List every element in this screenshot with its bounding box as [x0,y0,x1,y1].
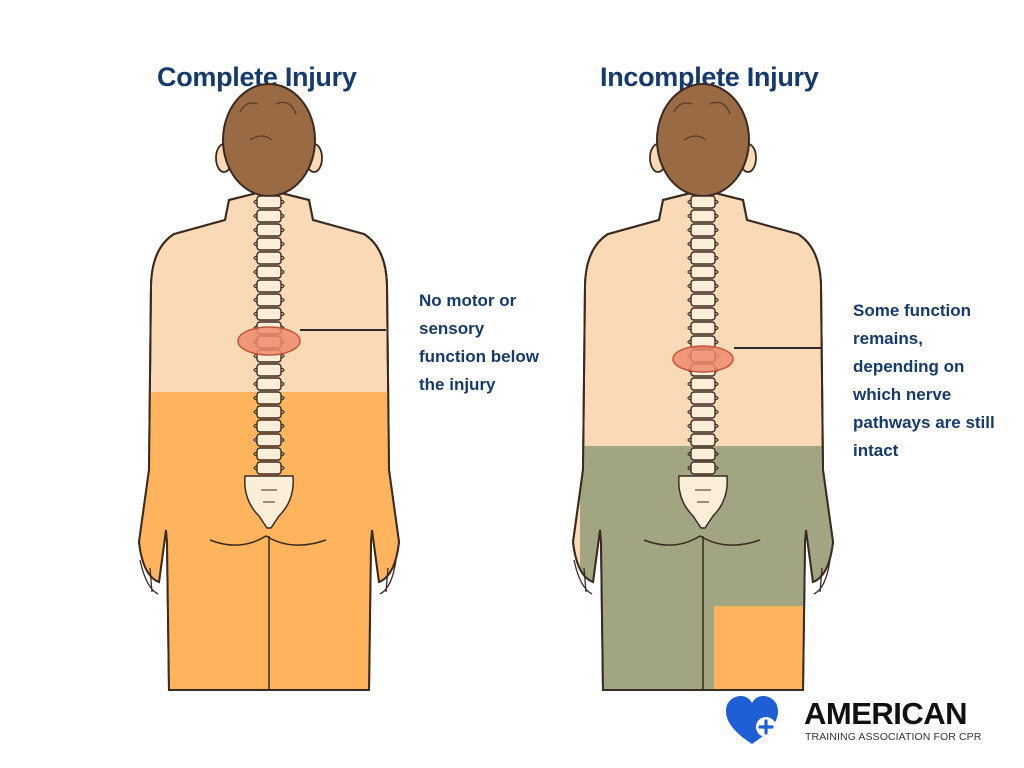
injury-marker-incomplete [672,345,734,373]
preserved-region-incomplete [714,606,804,690]
brand-name: AMERICAN [804,696,968,731]
heart-plus-icon [726,696,778,744]
head-right [656,83,750,197]
incomplete-injury-caption: Some function remains, depending on whic… [853,301,995,460]
complete-injury-figure [138,83,400,691]
injury-marker-complete [237,326,301,356]
brand-tagline: TRAINING ASSOCIATION FOR CPR [805,731,982,743]
complete-injury-caption: No motor or sensory function below the i… [419,291,539,394]
brand-logo: AMERICAN TRAINING ASSOCIATION FOR CPR [724,694,1014,750]
head-left [222,83,316,197]
incomplete-injury-figure [572,83,834,691]
